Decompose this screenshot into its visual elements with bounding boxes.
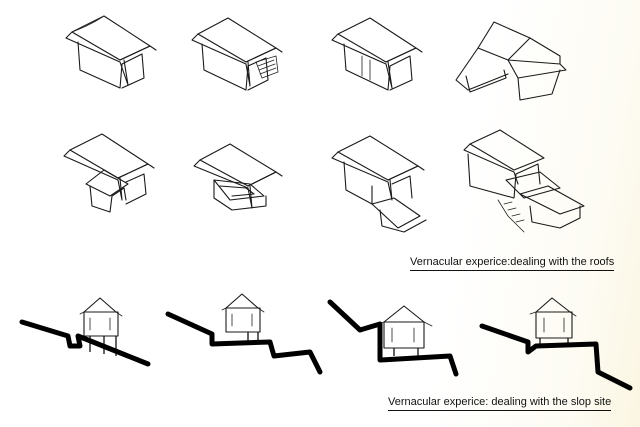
slope-section-1	[19, 297, 151, 367]
slope-section-4	[479, 297, 633, 391]
caption-slope-site: Vernacular experice: dealing with the sl…	[388, 396, 612, 411]
house-sketch-courtyard-6	[193, 143, 283, 211]
house-sketch-multi-level-8	[463, 129, 585, 233]
house-sketch-gable-2	[191, 17, 283, 91]
house-sketch-gable-1	[65, 15, 157, 89]
house-sketch-stepped-7	[331, 135, 427, 233]
house-sketch-porch-5	[63, 133, 155, 213]
house-sketch-gable-3	[331, 17, 423, 91]
house-sketch-cross-gable-4	[455, 21, 567, 101]
slope-section-3	[327, 299, 459, 377]
slope-section-2	[165, 293, 323, 375]
caption-roofs: Vernacular experice:dealing with the roo…	[410, 256, 615, 271]
